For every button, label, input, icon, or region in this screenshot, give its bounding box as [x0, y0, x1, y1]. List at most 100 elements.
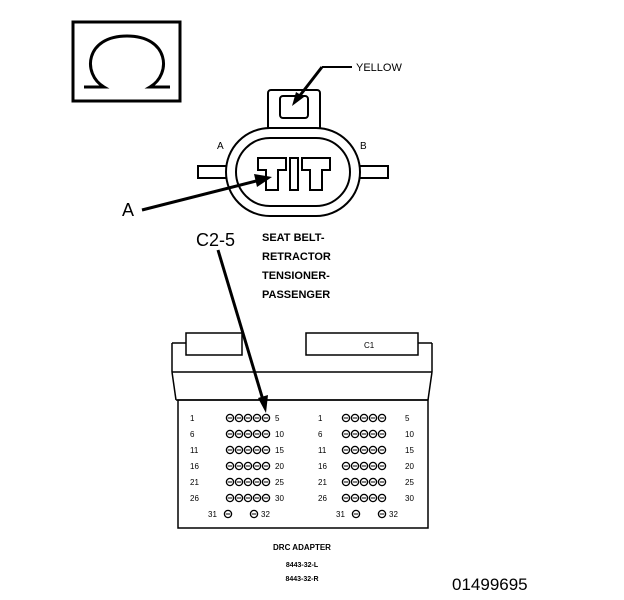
pin-right	[341, 413, 351, 423]
pin-right	[359, 429, 369, 439]
pin-a-label: A	[217, 141, 224, 152]
pin-right	[341, 493, 351, 503]
pin-right	[359, 445, 369, 455]
pin-row-start-label: 21	[318, 478, 327, 487]
pin-row-start-label: 1	[190, 414, 195, 423]
pin-left	[225, 445, 235, 455]
pin-left	[261, 493, 271, 503]
pin-row-end-label: 10	[275, 430, 284, 439]
pin-row-end-label: 25	[275, 478, 284, 487]
pin-right	[350, 493, 360, 503]
pin-left	[234, 413, 244, 423]
pin-right	[359, 477, 369, 487]
pin-left	[234, 445, 244, 455]
pin-right	[377, 477, 387, 487]
pin-right	[341, 477, 351, 487]
pin-left	[225, 461, 235, 471]
pin-row-end-label: 15	[405, 446, 414, 455]
pin-left	[225, 493, 235, 503]
pin-right	[350, 477, 360, 487]
pin-right	[377, 493, 387, 503]
connector-name-line-3: TENSIONER-	[262, 270, 330, 282]
adapter-title: DRC ADAPTER 8443-32-L 8443-32-R	[273, 543, 331, 583]
pin-left	[252, 445, 262, 455]
pin-left	[252, 493, 262, 503]
ohm-icon	[84, 34, 170, 89]
pin-row-start-label: 6	[318, 430, 323, 439]
pin-left	[252, 461, 262, 471]
pin-left	[234, 461, 244, 471]
pin-row-start-label: 11	[190, 446, 199, 455]
pin-left	[243, 429, 253, 439]
pin-left	[261, 445, 271, 455]
pin-left	[243, 461, 253, 471]
pin-left	[234, 429, 244, 439]
pin-row-end-label: 20	[275, 462, 284, 471]
pin-right	[377, 445, 387, 455]
pin-right	[368, 429, 378, 439]
pin-right	[368, 445, 378, 455]
callout-c2-5-label: C2-5	[196, 230, 235, 250]
pin-row-start-label: 26	[190, 494, 199, 503]
pin-left	[261, 429, 271, 439]
pin-row-end-label: 15	[275, 446, 284, 455]
pin-left	[225, 477, 235, 487]
connector-name-line-1: SEAT BELT-	[262, 232, 325, 244]
connector-name-line-4: PASSENGER	[262, 289, 330, 301]
pin-right	[359, 493, 369, 503]
pin-row-start-label: 6	[190, 430, 195, 439]
pin-row-end-label: 32	[389, 510, 398, 519]
pin-row-end-label: 5	[275, 414, 280, 423]
pin-row-start-label: 11	[318, 446, 327, 455]
connector-name-line-2: RETRACTOR	[262, 251, 331, 263]
pin-right	[341, 429, 351, 439]
pin-right	[359, 461, 369, 471]
pin-row-end-label: 32	[261, 510, 270, 519]
pin-right	[350, 461, 360, 471]
pin-left	[252, 477, 262, 487]
pin-row-start-label: 31	[336, 510, 345, 519]
pin-right	[341, 445, 351, 455]
pin-right	[377, 509, 387, 519]
pin-right	[377, 429, 387, 439]
seat-belt-connector	[197, 89, 389, 217]
adapter-title-line-3: 8443-32-R	[285, 576, 318, 583]
callout-c2-5-arrow	[216, 249, 268, 413]
pin-row-start-label: 1	[318, 414, 323, 423]
pin-left	[243, 477, 253, 487]
adapter-title-line-2: 8443-32-L	[286, 562, 319, 569]
pin-row-start-label: 26	[318, 494, 327, 503]
pin-left	[261, 461, 271, 471]
pin-row-start-label: 31	[208, 510, 217, 519]
pin-left	[252, 429, 262, 439]
pin-row-end-label: 5	[405, 414, 410, 423]
pin-left	[261, 477, 271, 487]
drc-adapter-body	[171, 332, 433, 529]
pin-b-label: B	[360, 141, 367, 152]
wire-color-label: YELLOW	[356, 62, 402, 74]
callout-a-arrow	[141, 174, 272, 212]
pin-right	[351, 509, 361, 519]
pin-left	[243, 413, 253, 423]
pin-left	[225, 429, 235, 439]
pin-right	[368, 493, 378, 503]
connector-name: SEAT BELT- RETRACTOR TENSIONER- PASSENGE…	[262, 232, 331, 301]
pin-left	[252, 413, 262, 423]
pin-left	[225, 413, 235, 423]
pin-row-end-label: 30	[405, 494, 414, 503]
pin-row-start-label: 16	[190, 462, 199, 471]
ohm-symbol-box	[71, 20, 182, 103]
pin-right	[377, 413, 387, 423]
pin-right	[368, 413, 378, 423]
pin-left	[243, 493, 253, 503]
pin-right	[341, 461, 351, 471]
pin-right	[377, 461, 387, 471]
pin-row-end-label: 30	[275, 494, 284, 503]
pin-right	[368, 477, 378, 487]
callout-a-label: A	[122, 200, 134, 220]
pin-row-end-label: 10	[405, 430, 414, 439]
wire-leader	[292, 66, 352, 106]
pin-left	[243, 445, 253, 455]
